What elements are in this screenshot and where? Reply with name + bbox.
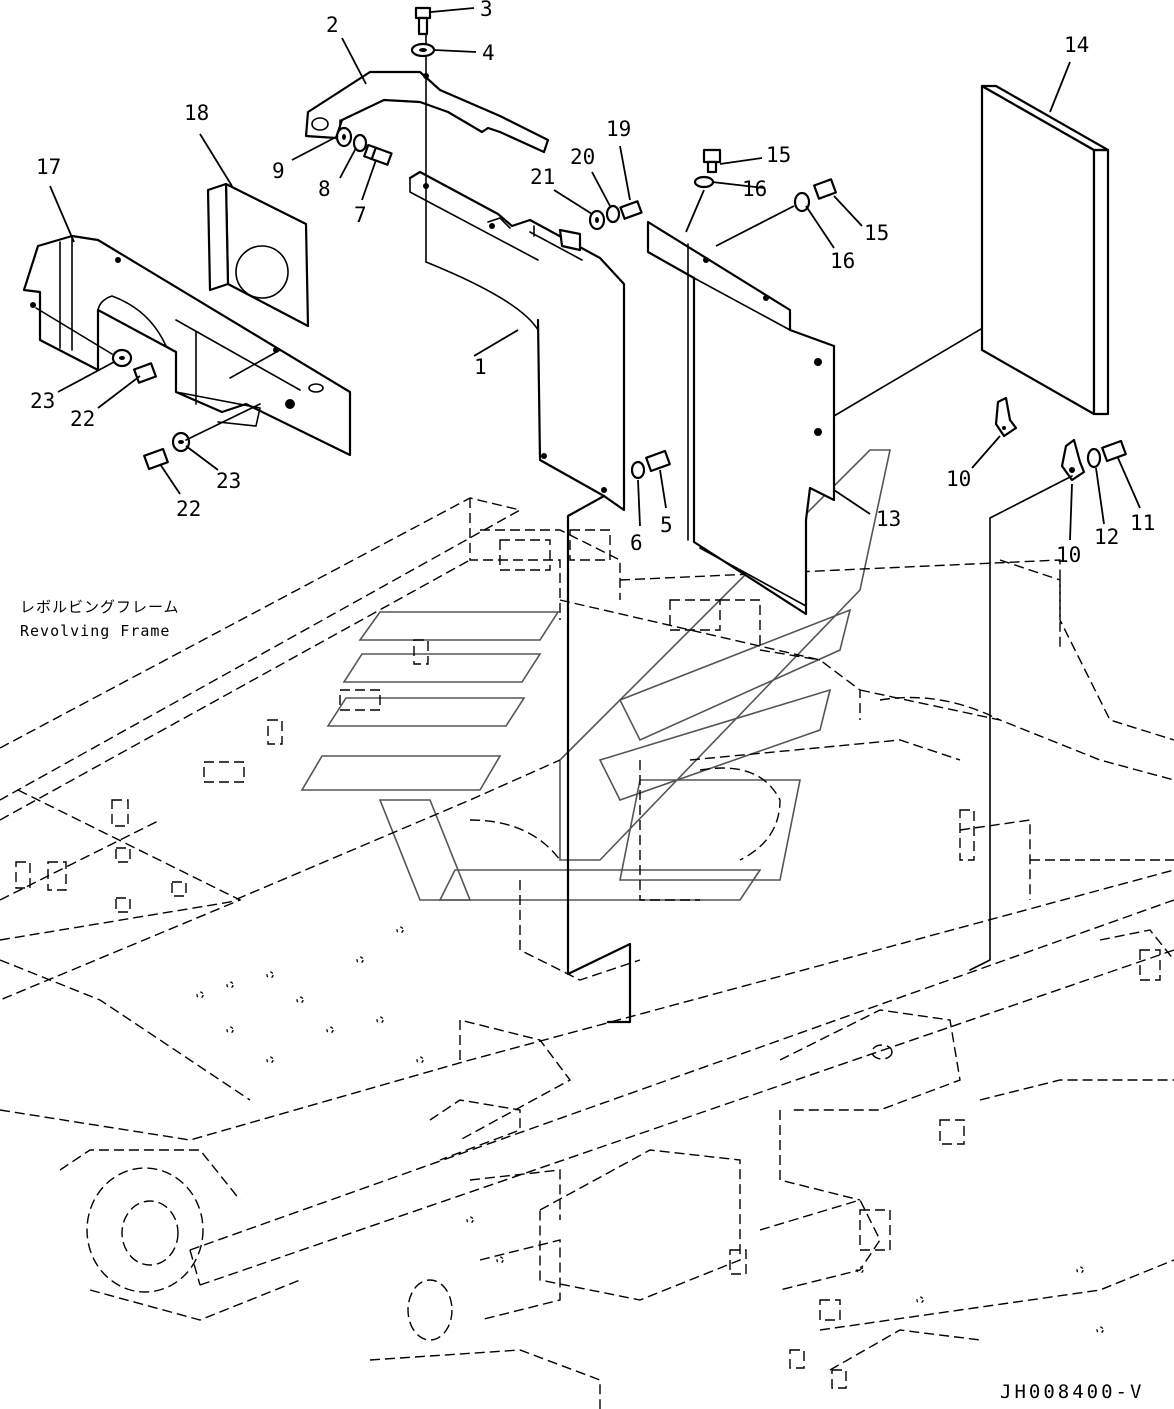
part-5-bolt <box>645 449 671 473</box>
part-22-bolt-upper <box>133 362 157 384</box>
callout-8: 8 <box>318 177 331 201</box>
callout-22-lower: 22 <box>176 497 201 521</box>
part-1-cover <box>408 19 632 1024</box>
part-15-bolt-upper <box>702 148 722 174</box>
callout-16-upper: 16 <box>742 177 767 201</box>
callout-22-upper: 22 <box>70 407 95 431</box>
leader-lines <box>49 7 1141 541</box>
part-6-washer <box>630 460 646 480</box>
callout-6: 6 <box>630 531 643 555</box>
callout-5: 5 <box>660 513 673 537</box>
part-18-block <box>206 182 310 328</box>
part-4-washer <box>410 42 436 58</box>
callout-labels: 1 2 3 4 5 6 7 8 9 10 10 11 12 13 14 15 1… <box>30 0 1155 567</box>
part-22-bolt-lower <box>143 447 169 471</box>
callout-19: 19 <box>606 117 631 141</box>
part-11-bolt <box>1101 439 1127 463</box>
callout-23-upper: 23 <box>30 389 55 413</box>
callout-20: 20 <box>570 145 595 169</box>
callout-11: 11 <box>1130 511 1155 535</box>
callout-2: 2 <box>326 13 339 37</box>
callout-4: 4 <box>482 41 495 65</box>
callout-15-lower: 15 <box>864 221 889 245</box>
part-19-bolt <box>619 200 643 220</box>
callout-3: 3 <box>480 0 493 21</box>
revolving-frame <box>0 497 1174 1409</box>
part-15-bolt-lower <box>813 178 837 200</box>
part-12-washer <box>1086 447 1102 469</box>
callout-9: 9 <box>272 159 285 183</box>
part-3-bolt <box>414 6 432 36</box>
callout-10-upper: 10 <box>946 467 971 491</box>
callout-18: 18 <box>184 101 209 125</box>
callout-10-lower: 10 <box>1056 543 1081 567</box>
callout-17: 17 <box>36 155 61 179</box>
callout-1: 1 <box>474 355 487 379</box>
part-8-lockwasher <box>352 133 368 153</box>
part-10-clip-lower <box>969 438 1086 971</box>
part-21-washer <box>588 209 606 231</box>
callout-12: 12 <box>1094 525 1119 549</box>
part-13-cover <box>646 220 1031 616</box>
callout-13: 13 <box>876 507 901 531</box>
callout-23-lower: 23 <box>216 469 241 493</box>
part-16-washer-upper <box>693 175 715 189</box>
part-23-washer-lower <box>171 431 191 453</box>
drawing-code: JH008400-V <box>1000 1381 1144 1403</box>
part-7-bolt <box>363 143 393 166</box>
part-10-clip-upper <box>994 396 1018 438</box>
watermark-logo <box>300 449 891 901</box>
callout-14: 14 <box>1064 33 1089 57</box>
frame-caption-japanese: レボルビングフレーム <box>20 598 180 616</box>
part-9-washer <box>335 126 353 148</box>
frame-caption: レボルビングフレーム Revolving Frame <box>20 598 180 640</box>
part-14-panel <box>980 84 1110 416</box>
frame-caption-english: Revolving Frame <box>20 622 170 640</box>
part-17-bracket <box>22 234 352 457</box>
part-20-lockwasher <box>605 204 621 224</box>
callout-21: 21 <box>530 165 555 189</box>
part-23-washer-upper <box>111 348 133 368</box>
callout-16-lower: 16 <box>830 249 855 273</box>
callout-7: 7 <box>354 203 367 227</box>
callout-15-upper: 15 <box>766 143 791 167</box>
